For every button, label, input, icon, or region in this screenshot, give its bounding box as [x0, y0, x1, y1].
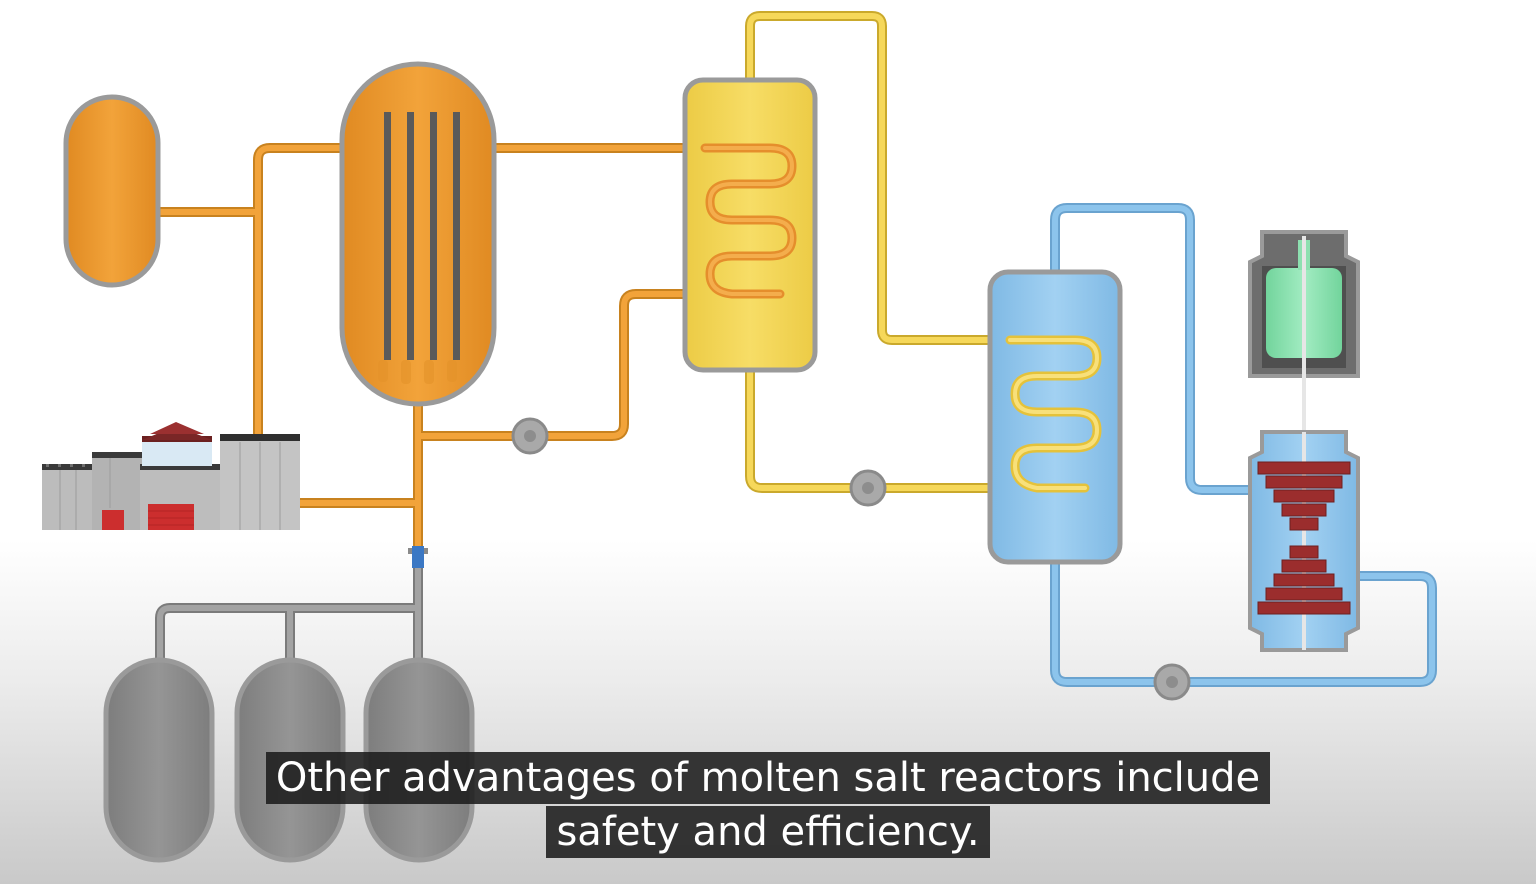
tertiary-loop-pipes	[1050, 203, 1437, 687]
subtitle-line-2: safety and efficiency.	[0, 806, 1536, 858]
turbine-icon	[1248, 430, 1360, 652]
reactor-vessel-icon	[339, 61, 497, 407]
subtitle-text: safety and efficiency.	[546, 806, 990, 858]
secondary-heat-exchanger-icon	[987, 269, 1123, 565]
expansion-tank-icon	[63, 94, 161, 288]
pump-icon	[511, 417, 549, 455]
pump-icon	[1153, 663, 1191, 701]
control-rods	[384, 112, 460, 360]
drain-tank-icon	[103, 657, 215, 863]
turbine-blades	[1257, 461, 1351, 615]
freeze-valve-icon	[408, 546, 428, 568]
subtitle-line-1: Other advantages of molten salt reactors…	[0, 752, 1536, 804]
drain-pipes	[155, 555, 423, 667]
fuel-processing-plant-icon	[42, 422, 300, 530]
generator-icon	[1248, 230, 1360, 436]
subtitle-text: Other advantages of molten salt reactors…	[265, 752, 1271, 804]
primary-heat-exchanger-icon	[682, 77, 818, 373]
primary-loop-pipes	[152, 143, 785, 565]
pump-icon	[849, 469, 887, 507]
secondary-loop-pipes	[745, 11, 1090, 493]
